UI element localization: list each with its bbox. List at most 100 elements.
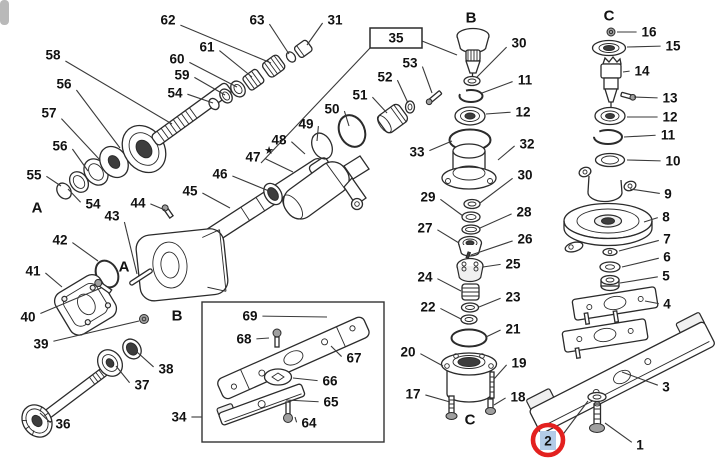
part-label-52[interactable]: 52 [377, 70, 392, 85]
leader-line [72, 242, 99, 262]
part-label-20[interactable]: 20 [400, 345, 415, 360]
part-label-28[interactable]: 28 [516, 205, 532, 220]
part-number: 24 [417, 270, 433, 285]
part-label-7[interactable]: 7 [663, 232, 671, 247]
part-label-63[interactable]: 63 [249, 13, 265, 28]
part-label-9[interactable]: 9 [664, 187, 672, 202]
part-label-49[interactable]: 49 [298, 117, 313, 132]
part-number: 52 [377, 70, 392, 85]
part-label-43[interactable]: 43 [104, 209, 120, 224]
part-label-18[interactable]: 18 [510, 390, 526, 405]
part-label-45[interactable]: 45 [182, 184, 198, 199]
part-label-17[interactable]: 17 [405, 387, 420, 402]
leader-line [621, 371, 658, 386]
part-label-44[interactable]: 44 [130, 196, 146, 211]
part-label-24[interactable]: 24 [417, 270, 433, 285]
part-label-64[interactable]: 64 [301, 416, 317, 431]
part-number: 55 [26, 168, 42, 183]
part-number: 53 [402, 56, 418, 71]
part-label-54[interactable]: 54 [85, 197, 101, 212]
part-label-58[interactable]: 58 [45, 48, 61, 63]
part-label-33[interactable]: 33 [409, 145, 425, 160]
part-number: 8 [662, 210, 670, 225]
part-label-61[interactable]: 61 [199, 40, 215, 55]
part-label-35[interactable]: 35 [369, 27, 423, 49]
part-label-14[interactable]: 14 [634, 64, 650, 79]
part-label-53[interactable]: 53 [402, 56, 418, 71]
part-label-29[interactable]: 29 [420, 190, 435, 205]
part-label-39[interactable]: 39 [33, 337, 48, 352]
part-label-69[interactable]: 69 [242, 309, 257, 324]
part-number: 37 [134, 378, 149, 393]
part-label-59[interactable]: 59 [174, 68, 189, 83]
part-label-65[interactable]: 65 [323, 395, 339, 410]
part-label-31[interactable]: 31 [327, 13, 343, 28]
part-label-36[interactable]: 36 [55, 417, 71, 432]
part-label-12[interactable]: 12 [662, 110, 677, 125]
part-label-11[interactable]: 11 [518, 73, 533, 88]
part-label-5[interactable]: 5 [662, 269, 670, 284]
part-label-42[interactable]: 42 [52, 233, 67, 248]
part-label-50[interactable]: 50 [324, 102, 339, 117]
part-number: 30 [511, 36, 526, 51]
part-label-15[interactable]: 15 [665, 39, 681, 54]
part-label-66[interactable]: 66 [322, 374, 338, 389]
part-label-6[interactable]: 6 [663, 250, 671, 265]
part-label-37[interactable]: 37 [134, 378, 149, 393]
leader-line [629, 188, 660, 194]
leader-line [45, 272, 63, 288]
part-label-1[interactable]: 1 [636, 438, 644, 453]
part-number: 31 [327, 13, 343, 28]
leader-line [623, 134, 656, 138]
part-number: 5 [662, 269, 670, 284]
part-label-67[interactable]: 67 [346, 351, 361, 366]
part-number: 43 [104, 209, 120, 224]
part-label-30[interactable]: 30 [511, 36, 526, 51]
part-label-57[interactable]: 57 [41, 106, 56, 121]
part-label-23[interactable]: 23 [505, 290, 521, 305]
part-label-56[interactable]: 56 [56, 77, 72, 92]
part-label-3[interactable]: 3 [662, 380, 670, 395]
part-label-38[interactable]: 38 [158, 362, 174, 377]
part-label-26[interactable]: 26 [517, 232, 533, 247]
part-label-4[interactable]: 4 [663, 297, 671, 312]
part-label-34[interactable]: 34 [171, 410, 187, 425]
part-label-32[interactable]: 32 [519, 137, 534, 152]
part-label-54[interactable]: 54 [167, 86, 183, 101]
part-label-8[interactable]: 8 [662, 210, 670, 225]
part-label-25[interactable]: 25 [505, 257, 521, 272]
part-label-56[interactable]: 56 [52, 139, 68, 154]
part-number: 7 [663, 232, 671, 247]
part-label-60[interactable]: 60 [169, 52, 184, 67]
part-number: 62 [160, 13, 175, 28]
leader-line [71, 148, 89, 172]
part-number: 26 [517, 232, 533, 247]
part-label-16[interactable]: 16 [641, 25, 657, 40]
input-shaft-assembly-drawing [56, 39, 313, 200]
part-label-30[interactable]: 30 [517, 168, 532, 183]
part-number: 41 [25, 264, 41, 279]
part-label-46[interactable]: 46 [212, 167, 228, 182]
part-label-13[interactable]: 13 [662, 91, 678, 106]
part-label-48[interactable]: 48 [271, 133, 287, 148]
part-label-62[interactable]: 62 [160, 13, 175, 28]
leader-line [440, 198, 464, 217]
part-label-22[interactable]: 22 [420, 300, 435, 315]
part-label-27[interactable]: 27 [417, 221, 432, 236]
part-number: 6 [663, 250, 671, 265]
part-label-2[interactable]: 2 [530, 422, 566, 458]
leader-line [232, 175, 270, 192]
part-label-47[interactable]: 47★ [245, 145, 274, 165]
part-label-51[interactable]: 51 [352, 88, 368, 103]
part-label-68[interactable]: 68 [236, 332, 252, 347]
boxed-label-frame [369, 27, 423, 49]
part-label-19[interactable]: 19 [511, 356, 526, 371]
part-label-41[interactable]: 41 [25, 264, 41, 279]
part-label-11[interactable]: 11 [661, 128, 676, 143]
part-number: 36 [55, 417, 71, 432]
part-label-10[interactable]: 10 [665, 154, 680, 169]
part-label-21[interactable]: 21 [505, 322, 521, 337]
part-label-40[interactable]: 40 [20, 310, 35, 325]
part-label-12[interactable]: 12 [515, 105, 530, 120]
part-label-55[interactable]: 55 [26, 168, 42, 183]
